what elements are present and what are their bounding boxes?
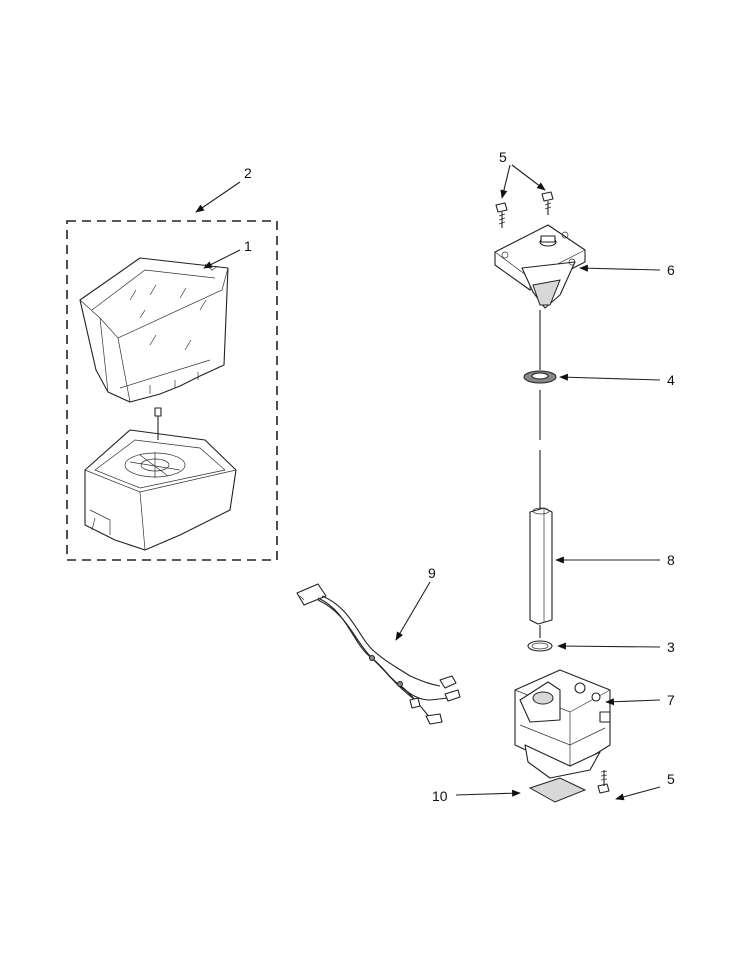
leader-lines xyxy=(195,164,661,801)
callout-7: 7 xyxy=(667,692,675,708)
auger-motor[interactable] xyxy=(514,669,611,779)
callout-3: 3 xyxy=(667,639,675,655)
ice-bucket[interactable] xyxy=(79,257,229,403)
coupler-shaft[interactable] xyxy=(529,507,553,625)
callout-10: 10 xyxy=(432,788,448,804)
screw-top-left[interactable] xyxy=(495,202,508,228)
callout-1: 1 xyxy=(244,238,252,254)
callout-5-top: 5 xyxy=(499,149,507,165)
bucket-base[interactable] xyxy=(84,407,237,551)
wire-harness[interactable] xyxy=(296,583,461,725)
screw-top-right[interactable] xyxy=(541,191,554,215)
callout-2: 2 xyxy=(244,165,252,181)
motor-pad[interactable] xyxy=(528,777,587,803)
callout-8: 8 xyxy=(667,552,675,568)
callout-6: 6 xyxy=(667,262,675,278)
callout-9: 9 xyxy=(428,565,436,581)
assembly-dashed-box xyxy=(66,220,278,561)
washer[interactable] xyxy=(523,370,557,384)
o-ring[interactable] xyxy=(527,625,553,652)
callout-4: 4 xyxy=(667,372,675,388)
callout-5-bottom: 5 xyxy=(667,771,675,787)
auger-bracket[interactable] xyxy=(494,224,586,309)
screw-bottom[interactable] xyxy=(597,770,610,794)
